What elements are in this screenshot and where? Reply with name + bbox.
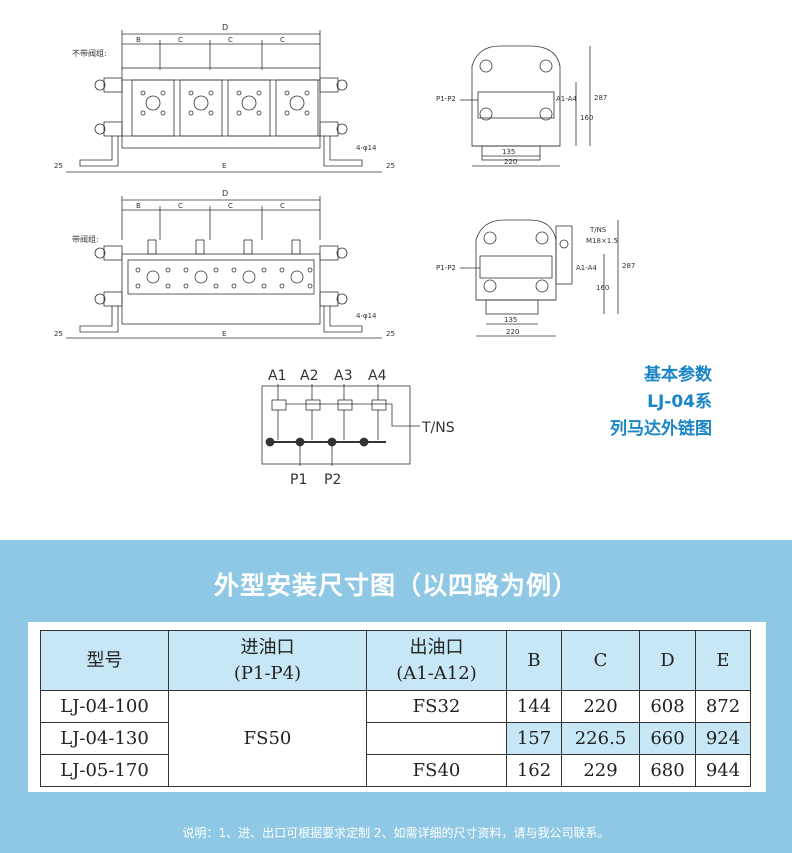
dim-220-mid: 220 [506,328,519,336]
cell-outlet: FS40 [366,754,507,787]
cell-C: 229 [561,754,640,787]
header-C: C [561,630,640,691]
table-row: LJ-04-130 157 226.5 660 924 [40,722,751,755]
cell-model: LJ-04-130 [40,722,169,755]
schematic-a3: A3 [334,368,352,384]
schematic-a1: A1 [268,368,286,384]
cell-E: 944 [695,754,751,787]
dim-160-mid: 160 [596,284,609,292]
dim-C-3: C [280,36,285,44]
schematic-p2: P2 [324,472,341,488]
dim-25-left-top: 25 [54,162,63,170]
dim-25-left-mid: 25 [54,330,63,338]
cell-inlet: FS50 [168,690,367,787]
label-no-valve: 不带阀组: [72,48,107,58]
cell-D: 608 [639,690,696,723]
dim-C-4: C [178,202,183,210]
dim-C-2: C [228,36,233,44]
table-row: LJ-05-170 FS40 162 229 680 944 [40,754,751,787]
cell-B: 162 [506,754,562,787]
cell-outlet-empty [366,722,507,755]
cell-C: 220 [561,690,640,723]
cell-C: 226.5 [561,722,640,755]
schematic-p1: P1 [290,472,307,488]
side-port-p-2: P1-P2 [436,264,456,272]
label-with-valve: 带阀组: [72,234,99,244]
header-B: B [506,630,562,691]
header-E: E [695,630,751,691]
cell-E: 924 [695,722,751,755]
table-header-row: 型号 进油口(P1-P4) 出油口(A1-A12) B C D E [40,630,751,691]
dim-C-5: C [228,202,233,210]
cell-D: 660 [639,722,696,755]
dim-135-top: 135 [502,148,515,156]
dim-B: B [136,36,141,44]
cell-D: 680 [639,754,696,787]
hydraulic-schematic: A1 A2 A3 A4 T/NS P1 P2 [261,368,455,488]
dim-220-top: 220 [504,158,517,166]
cell-E: 872 [695,690,751,723]
schematic-t: T/NS [421,420,455,436]
dim-C-1: C [178,36,183,44]
section-title: 外型安装尺寸图（以四路为例） [213,571,578,600]
technical-drawing: 不带阀组: D B C C C 4-φ14 E 25 25 [54,23,635,488]
schematic-a2: A2 [300,368,318,384]
dim-135-mid: 135 [504,316,517,324]
header-model: 型号 [40,630,169,691]
side-port-a: A1-A4 [556,95,577,103]
table-row: LJ-04-100 FS50 FS32 144 220 608 872 [40,690,751,787]
dimension-table: 型号 进油口(P1-P4) 出油口(A1-A12) B C D E LJ-04-… [40,630,751,787]
basic-params-label: 基本参数 LJ-04系 列马达外链图 [610,362,712,443]
side-port-a-2: A1-A4 [576,264,597,272]
header-outlet: 出油口(A1-A12) [366,630,507,691]
dim-C-6: C [280,202,285,210]
params-line-2: LJ-04系 [647,392,712,412]
dim-E-mid: E [222,330,226,338]
header-D: D [639,630,696,691]
dim-D: D [222,23,228,32]
dim-E-top: E [222,162,226,170]
side-view-with-valve: P1-P2 A1-A4 T/NS M18×1.5 287 160 135 220 [436,219,635,337]
side-port-t: T/NS [589,226,607,234]
params-line-3: 列马达外链图 [610,419,712,439]
holes-top: 4-φ14 [356,144,377,152]
holes-mid: 4-φ14 [356,312,377,320]
cell-B: 144 [506,690,562,723]
params-line-1: 基本参数 [644,365,712,385]
dim-160-top: 160 [580,114,593,122]
dimension-table-panel: 型号 进油口(P1-P4) 出油口(A1-A12) B C D E LJ-04-… [28,622,766,792]
dim-25-right-top: 25 [386,162,395,170]
dim-287-top: 287 [594,94,607,102]
cell-B: 157 [506,722,562,755]
dim-D-2: D [222,189,228,198]
footnote: 说明：1、进、出口可根据要求定制 2、如需详细的尺寸资料，请与我公司联系。 [182,826,610,840]
side-port-p: P1-P2 [436,95,456,103]
front-view-no-valve: 不带阀组: D B C C C 4-φ14 E 25 25 [54,23,395,173]
dim-B-2: B [136,202,141,210]
front-view-with-valve: 带阀组: D B C C C 4-φ14 E 25 25 [54,189,395,339]
cell-model: LJ-04-100 [40,690,169,723]
dim-287-mid: 287 [622,262,635,270]
side-thread: M18×1.5 [586,237,618,245]
cell-outlet: FS32 [366,690,507,723]
cell-model: LJ-05-170 [40,754,169,787]
header-inlet: 进油口(P1-P4) [168,630,367,691]
side-view-no-valve: P1-P2 A1-A4 287 160 135 220 [436,45,607,167]
schematic-a4: A4 [368,368,387,384]
dim-25-right-mid: 25 [386,330,395,338]
